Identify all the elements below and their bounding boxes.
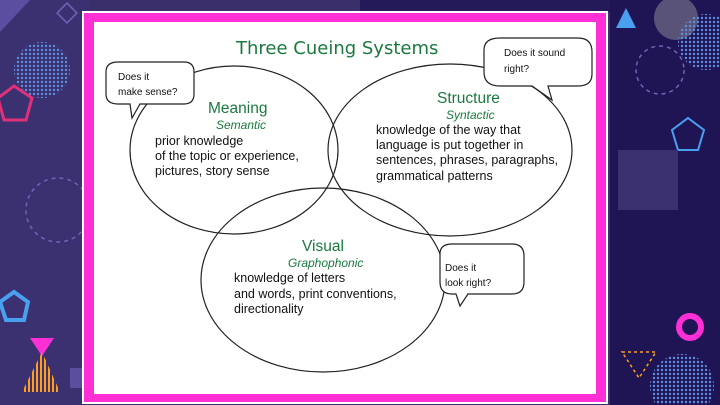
visual-heading: Visual [302,238,344,255]
visual-line: knowledge of letters [234,271,345,285]
look-bubble-line: Does it [445,263,476,274]
structure-subheading: Syntactic [446,108,495,122]
structure-line: sentences, phrases, paragraphs, [376,153,558,167]
look-bubble-line: look right? [445,278,492,289]
dotted-circle-right-shape [678,14,720,70]
dashed-triangle-shape [620,351,658,380]
meaning-heading: Meaning [208,100,267,117]
sense-bubble-line: make sense? [118,87,178,98]
pentagon-right-shape [670,116,706,151]
sound-bubble-line: right? [504,64,529,75]
blue-triangle-shape [616,8,636,28]
sense-bubble-shape [105,61,195,120]
striped-triangle-shape [22,352,60,392]
dotted-circle-shape [14,42,70,98]
meaning-line: pictures, story sense [155,164,270,178]
meaning-line: prior knowledge [155,134,243,148]
structure-circle [327,63,573,237]
sense-bubble-line: Does it [118,72,149,83]
ring-shape [676,313,704,341]
meaning-line: of the topic or experience, [155,149,299,163]
sound-bubble-line: Does it sound [504,48,565,59]
visual-subheading: Graphophonic [288,256,363,270]
pentagon-shape [0,289,31,322]
pentagon-outline-shape [0,84,34,122]
look-bubble-shape [439,243,525,308]
down-triangle-shape [30,338,54,356]
visual-line: and words, print conventions, [234,287,397,301]
diagram-title: Three Cueing Systems [235,38,438,59]
visual-line: directionality [234,302,304,316]
dashed-circle-right-shape [635,45,685,95]
triangle-shape [0,0,30,32]
structure-line: language is put together in [376,138,523,152]
dotted-circle-bottom-shape [650,354,714,405]
meaning-circle [129,65,339,235]
dark-square-shape [618,150,678,210]
structure-line: grammatical patterns [376,169,493,183]
meaning-subheading: Semantic [216,118,266,132]
background-top-strip [360,0,610,12]
sound-bubble-shape [483,37,593,102]
diamond-shape [56,2,78,24]
structure-heading: Structure [437,90,500,107]
structure-line: knowledge of the way that [376,123,521,137]
